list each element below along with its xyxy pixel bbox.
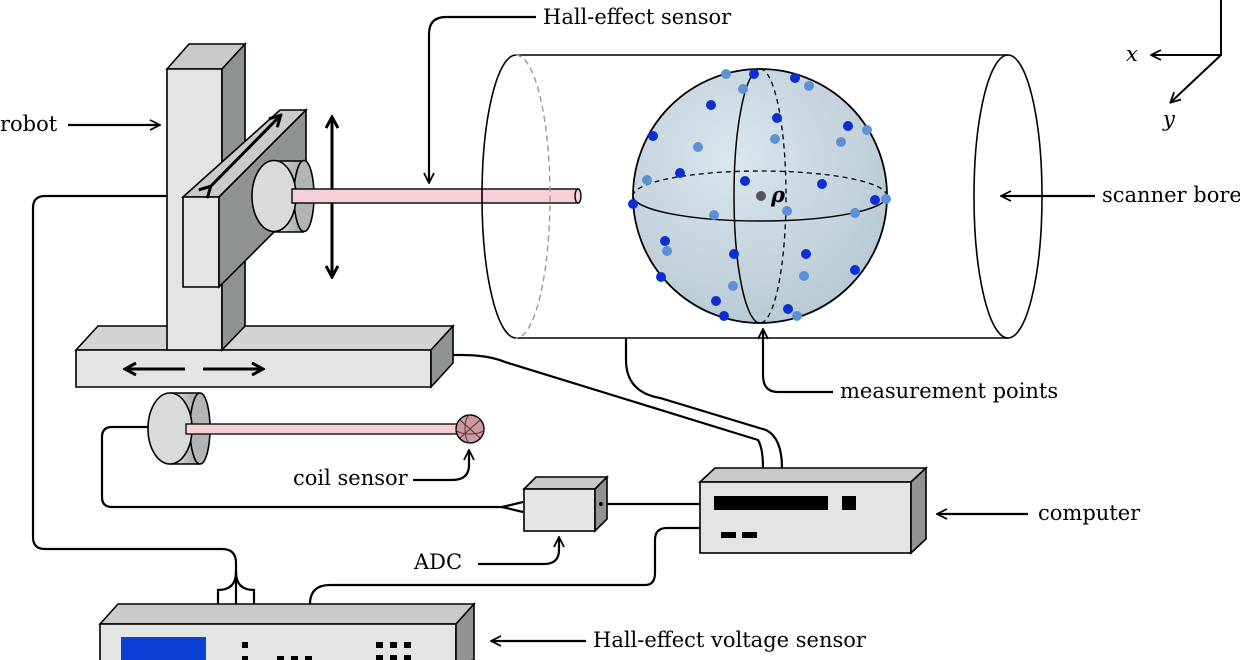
- computer-box: [697, 466, 929, 555]
- measurement-points: [628, 69, 891, 321]
- hall-sensor-label: Hall-effect sensor: [543, 5, 732, 29]
- coil-sensor-label: coil sensor: [293, 466, 409, 490]
- computer-label: computer: [1038, 501, 1141, 525]
- coil-sensor-assembly: [147, 392, 485, 465]
- coordinate-axes: x y: [1126, 0, 1222, 131]
- wires: [31, 194, 784, 605]
- hall-voltage-sensor-box: [98, 601, 476, 660]
- robot-label: robot: [0, 112, 58, 136]
- scanner-bore-label: scanner bore: [1102, 183, 1240, 207]
- measurement-points-label: measurement points: [840, 379, 1058, 403]
- labels: Hall-effect sensor robot scanner bore me…: [0, 5, 1240, 652]
- voltage-display: [121, 637, 206, 660]
- adc-label: ADC: [413, 550, 462, 574]
- hall-voltage-sensor-label: Hall-effect voltage sensor: [593, 628, 867, 652]
- y-axis-label: y: [1162, 107, 1176, 131]
- hall-probe-rod: [291, 188, 582, 204]
- leader-arrows: [68, 15, 1095, 641]
- x-axis-label: x: [1126, 42, 1138, 66]
- adc-box: [522, 475, 609, 533]
- robot: [74, 41, 455, 390]
- center-label: ρ: [770, 182, 786, 207]
- center-point: [756, 191, 766, 201]
- measurement-sphere: ρ: [628, 68, 891, 324]
